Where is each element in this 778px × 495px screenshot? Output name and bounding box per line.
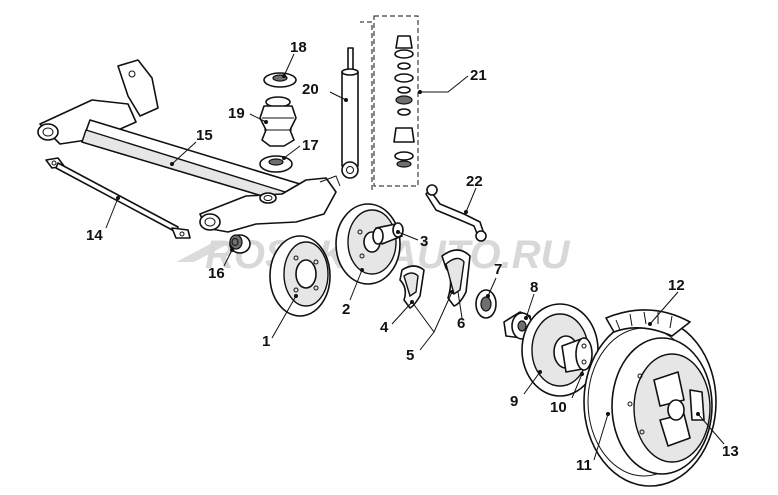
callout-21: 21	[470, 67, 487, 84]
part-13-wheel-cover	[627, 353, 711, 463]
part-17-spring-seat	[259, 155, 293, 173]
callout-9: 9	[510, 393, 518, 410]
part-16-bushing	[229, 234, 251, 254]
callout-14: 14	[86, 227, 103, 244]
part-10-hub	[561, 337, 593, 373]
part-2-brake-plate	[335, 203, 401, 285]
part-21-mounting-kit	[373, 15, 419, 187]
callout-13: 13	[722, 443, 739, 460]
callout-16: 16	[208, 265, 225, 282]
callout-22: 22	[466, 173, 483, 190]
callout-11: 11	[576, 457, 592, 474]
callout-1: 1	[262, 333, 270, 350]
part-18-top-mount	[263, 72, 297, 88]
callout-20: 20	[302, 81, 319, 98]
part-22-brake-hose	[425, 184, 487, 242]
part-7-bearing	[475, 289, 497, 319]
part-20-shock-absorber	[341, 21, 373, 190]
callout-10: 10	[550, 399, 567, 416]
part-12-tyre-tread	[605, 309, 691, 337]
callout-17: 17	[302, 137, 319, 154]
leader-lines	[105, 53, 725, 461]
callout-7: 7	[494, 261, 502, 278]
callout-5: 5	[406, 347, 414, 364]
callout-labels: 1 2 3 4 5 6 7 8 9 10 11 12 13 14 15 16 1…	[86, 39, 739, 474]
part-15-rear-axle-beam	[37, 59, 341, 233]
callout-15: 15	[196, 127, 213, 144]
callout-3: 3	[420, 233, 428, 250]
callout-2: 2	[342, 301, 350, 318]
callout-8: 8	[530, 279, 538, 296]
part-6-brake-shoe	[441, 249, 471, 307]
callout-4: 4	[380, 319, 389, 336]
callout-6: 6	[457, 315, 465, 332]
part-1-backing-plate	[269, 235, 331, 317]
part-19-bump-stop	[259, 96, 297, 147]
part-4-brake-shoe	[399, 265, 425, 309]
callout-12: 12	[668, 277, 685, 294]
callout-18: 18	[290, 39, 307, 56]
callout-19: 19	[228, 105, 245, 122]
